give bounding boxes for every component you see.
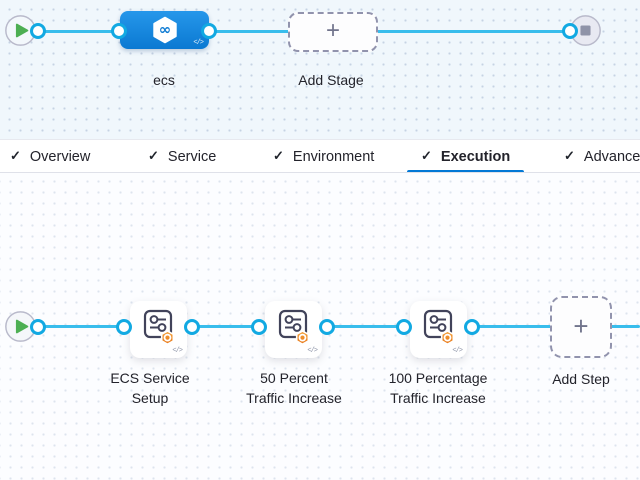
step-node-50-percent-traffic-increase[interactable]: </> (265, 301, 322, 358)
play-icon (5, 15, 36, 46)
stage-graph-canvas[interactable]: ∞ </> ecs + Add Stage (0, 0, 640, 139)
add-step-button[interactable]: + (550, 296, 612, 358)
deployment-stage-icon: ∞ (152, 16, 177, 44)
start-out-port[interactable] (30, 319, 46, 335)
yaml-code-icon[interactable]: </> (172, 347, 183, 355)
stage-node-ecs[interactable]: ∞ </> (120, 11, 209, 49)
yaml-code-icon[interactable]: </> (452, 347, 463, 355)
step2-in-port[interactable] (251, 319, 267, 335)
check-icon: ✓ (10, 147, 21, 163)
stage-in-port[interactable] (111, 23, 127, 39)
step-node-ecs-service-setup[interactable]: </> (130, 301, 187, 358)
step2-out-port[interactable] (319, 319, 335, 335)
tab-overview[interactable]: ✓ Overview (10, 147, 91, 165)
start-out-port[interactable] (30, 23, 46, 39)
check-icon: ✓ (148, 147, 159, 163)
stop-icon (570, 15, 601, 46)
stage-config-tabbar: ✓ Overview ✓ Service ✓ Environment ✓ Exe… (0, 139, 640, 173)
add-stage-button[interactable]: + (288, 12, 378, 52)
stage-out-port[interactable] (201, 23, 217, 39)
step1-in-port[interactable] (116, 319, 132, 335)
svg-text:∞: ∞ (158, 21, 170, 39)
pipeline-end-node[interactable] (569, 14, 602, 47)
execution-graph-canvas[interactable]: </> </> </> ECS Service Setup (0, 173, 640, 480)
ecs-step-icon (278, 309, 310, 346)
step3-out-port[interactable] (464, 319, 480, 335)
tab-environment[interactable]: ✓ Environment (273, 147, 375, 165)
add-step-label: Add Step (552, 371, 610, 387)
yaml-code-icon[interactable]: </> (193, 39, 204, 47)
step-label: 50 Percent Traffic Increase (246, 370, 342, 406)
step-node-100-percentage-traffic-increase[interactable]: </> (410, 301, 467, 358)
step1-out-port[interactable] (184, 319, 200, 335)
stage-label: ecs (153, 72, 175, 88)
check-icon: ✓ (273, 147, 284, 163)
ecs-step-icon (423, 309, 455, 346)
tab-service[interactable]: ✓ Service (148, 147, 217, 165)
check-icon: ✓ (421, 147, 432, 163)
check-icon: ✓ (564, 147, 575, 163)
yaml-code-icon[interactable]: </> (307, 347, 318, 355)
tab-advanced[interactable]: ✓ Advanced (564, 147, 640, 165)
end-in-port[interactable] (562, 23, 578, 39)
step3-in-port[interactable] (396, 319, 412, 335)
pipeline-start-node[interactable] (4, 14, 37, 47)
add-stage-label: Add Stage (298, 72, 364, 88)
tab-execution[interactable]: ✓ Execution (406, 140, 525, 172)
ecs-step-icon (143, 309, 175, 346)
step-label: 100 Percentage Traffic Increase (388, 370, 488, 406)
step-label: ECS Service Setup (110, 370, 190, 406)
